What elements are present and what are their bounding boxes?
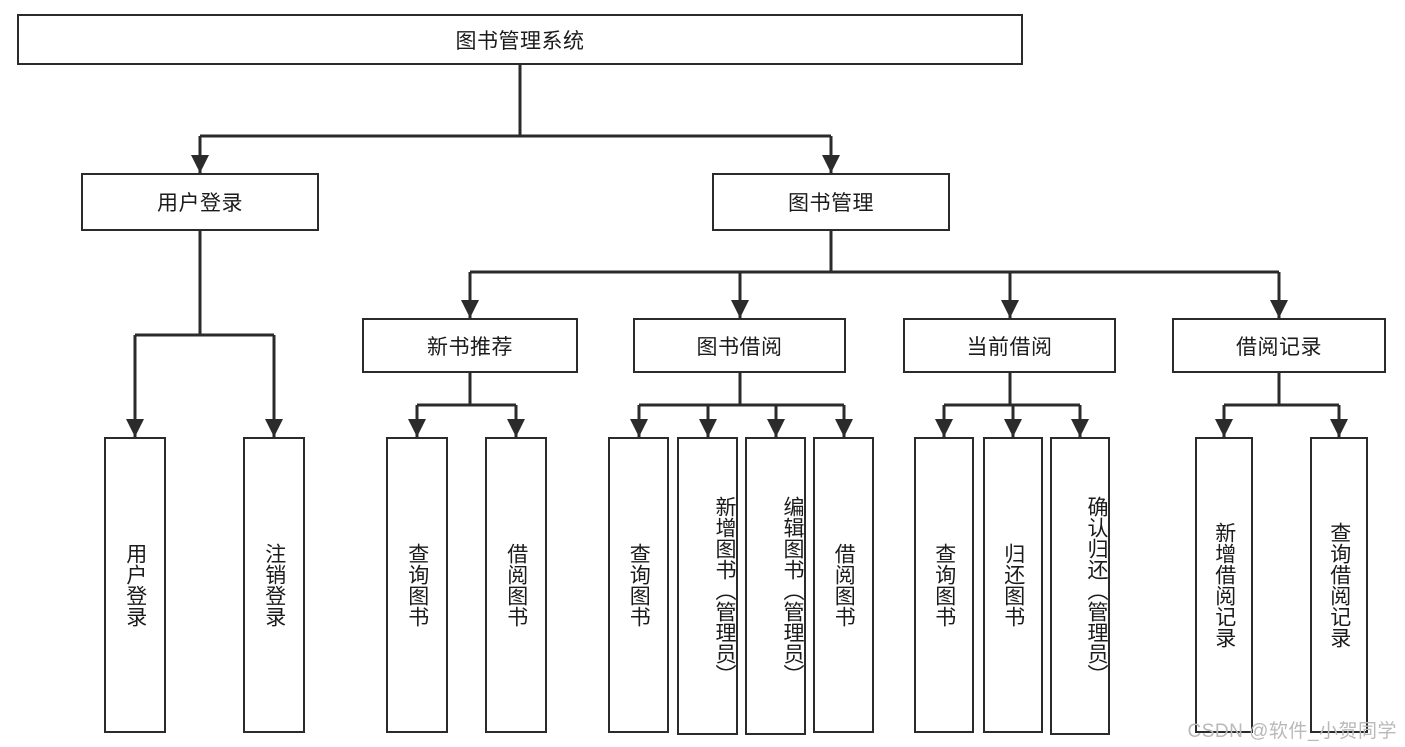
arrowhead-current-borrow <box>1001 300 1019 318</box>
node-label-leaf-confirm: 确认归还（管理员） <box>1085 495 1108 685</box>
node-current-borrow[interactable]: 当前借阅 <box>903 318 1116 373</box>
node-leaf-add-book[interactable]: 新增图书（管理员） <box>677 437 738 735</box>
node-label-current-borrow: 当前借阅 <box>966 335 1053 359</box>
node-label-book-manage: 图书管理 <box>788 192 874 215</box>
arrowhead-book-manage <box>822 155 840 173</box>
node-book-manage[interactable]: 图书管理 <box>712 173 950 231</box>
arrowhead-borrow-record <box>1270 300 1288 318</box>
node-new-book-rec[interactable]: 新书推荐 <box>362 318 578 373</box>
arrowhead-leaf-user-login <box>126 419 144 437</box>
node-label-user-login: 用户登录 <box>157 192 243 215</box>
node-label-leaf-borrow-1: 借阅图书 <box>504 543 528 627</box>
node-label-leaf-query-3: 查询图书 <box>932 543 956 627</box>
node-borrow-record[interactable]: 借阅记录 <box>1172 318 1386 373</box>
arrowhead-leaf-query-2 <box>630 419 648 437</box>
node-leaf-return[interactable]: 归还图书 <box>983 437 1043 733</box>
arrowhead-new-book-rec <box>461 300 479 318</box>
watermark-text: CSDN @软件_小贺同学 <box>1187 721 1397 742</box>
node-label-leaf-query-rec: 查询借阅记录 <box>1327 522 1351 648</box>
node-label-leaf-add-rec: 新增借阅记录 <box>1212 522 1236 648</box>
arrowhead-leaf-return <box>1004 419 1022 437</box>
node-label-leaf-query-2: 查询图书 <box>627 543 651 627</box>
node-label-leaf-return: 归还图书 <box>1001 543 1025 627</box>
node-label-book-borrow: 图书借阅 <box>696 335 783 359</box>
node-leaf-query-1[interactable]: 查询图书 <box>386 437 448 733</box>
arrowhead-leaf-borrow-1 <box>507 419 525 437</box>
node-leaf-edit-book[interactable]: 编辑图书（管理员） <box>745 437 806 735</box>
arrowhead-book-borrow <box>731 300 749 318</box>
node-leaf-add-rec[interactable]: 新增借阅记录 <box>1195 437 1253 733</box>
arrowhead-user-login <box>191 155 209 173</box>
node-leaf-borrow-2[interactable]: 借阅图书 <box>813 437 874 733</box>
node-leaf-confirm[interactable]: 确认归还（管理员） <box>1050 437 1110 735</box>
node-label-leaf-borrow-2: 借阅图书 <box>832 543 856 627</box>
node-leaf-query-rec[interactable]: 查询借阅记录 <box>1310 437 1368 733</box>
arrowhead-leaf-add-book <box>699 419 717 437</box>
node-leaf-logout[interactable]: 注销登录 <box>243 437 305 733</box>
arrowhead-leaf-query-rec <box>1330 419 1348 437</box>
arrowhead-leaf-edit-book <box>767 419 785 437</box>
node-label-new-book-rec: 新书推荐 <box>427 335 513 359</box>
arrowhead-leaf-logout <box>265 419 283 437</box>
node-book-borrow[interactable]: 图书借阅 <box>633 318 846 373</box>
node-label-leaf-user-login: 用户登录 <box>123 543 147 627</box>
node-leaf-user-login[interactable]: 用户登录 <box>104 437 166 733</box>
node-leaf-query-3[interactable]: 查询图书 <box>914 437 974 733</box>
node-label-root: 图书管理系统 <box>455 29 585 53</box>
arrowhead-leaf-add-rec <box>1215 419 1233 437</box>
arrowhead-leaf-confirm <box>1071 419 1089 437</box>
node-label-leaf-logout: 注销登录 <box>262 543 286 627</box>
node-leaf-borrow-1[interactable]: 借阅图书 <box>485 437 547 733</box>
node-label-leaf-add-book: 新增图书（管理员） <box>713 495 736 685</box>
arrowhead-leaf-query-3 <box>935 419 953 437</box>
node-label-leaf-query-1: 查询图书 <box>405 543 429 627</box>
arrowhead-leaf-borrow-2 <box>835 419 853 437</box>
node-label-borrow-record: 借阅记录 <box>1236 335 1322 359</box>
node-root[interactable]: 图书管理系统 <box>17 14 1023 65</box>
node-label-leaf-edit-book: 编辑图书（管理员） <box>781 495 804 685</box>
node-user-login[interactable]: 用户登录 <box>81 173 319 231</box>
node-leaf-query-2[interactable]: 查询图书 <box>608 437 669 733</box>
arrowhead-leaf-query-1 <box>408 419 426 437</box>
